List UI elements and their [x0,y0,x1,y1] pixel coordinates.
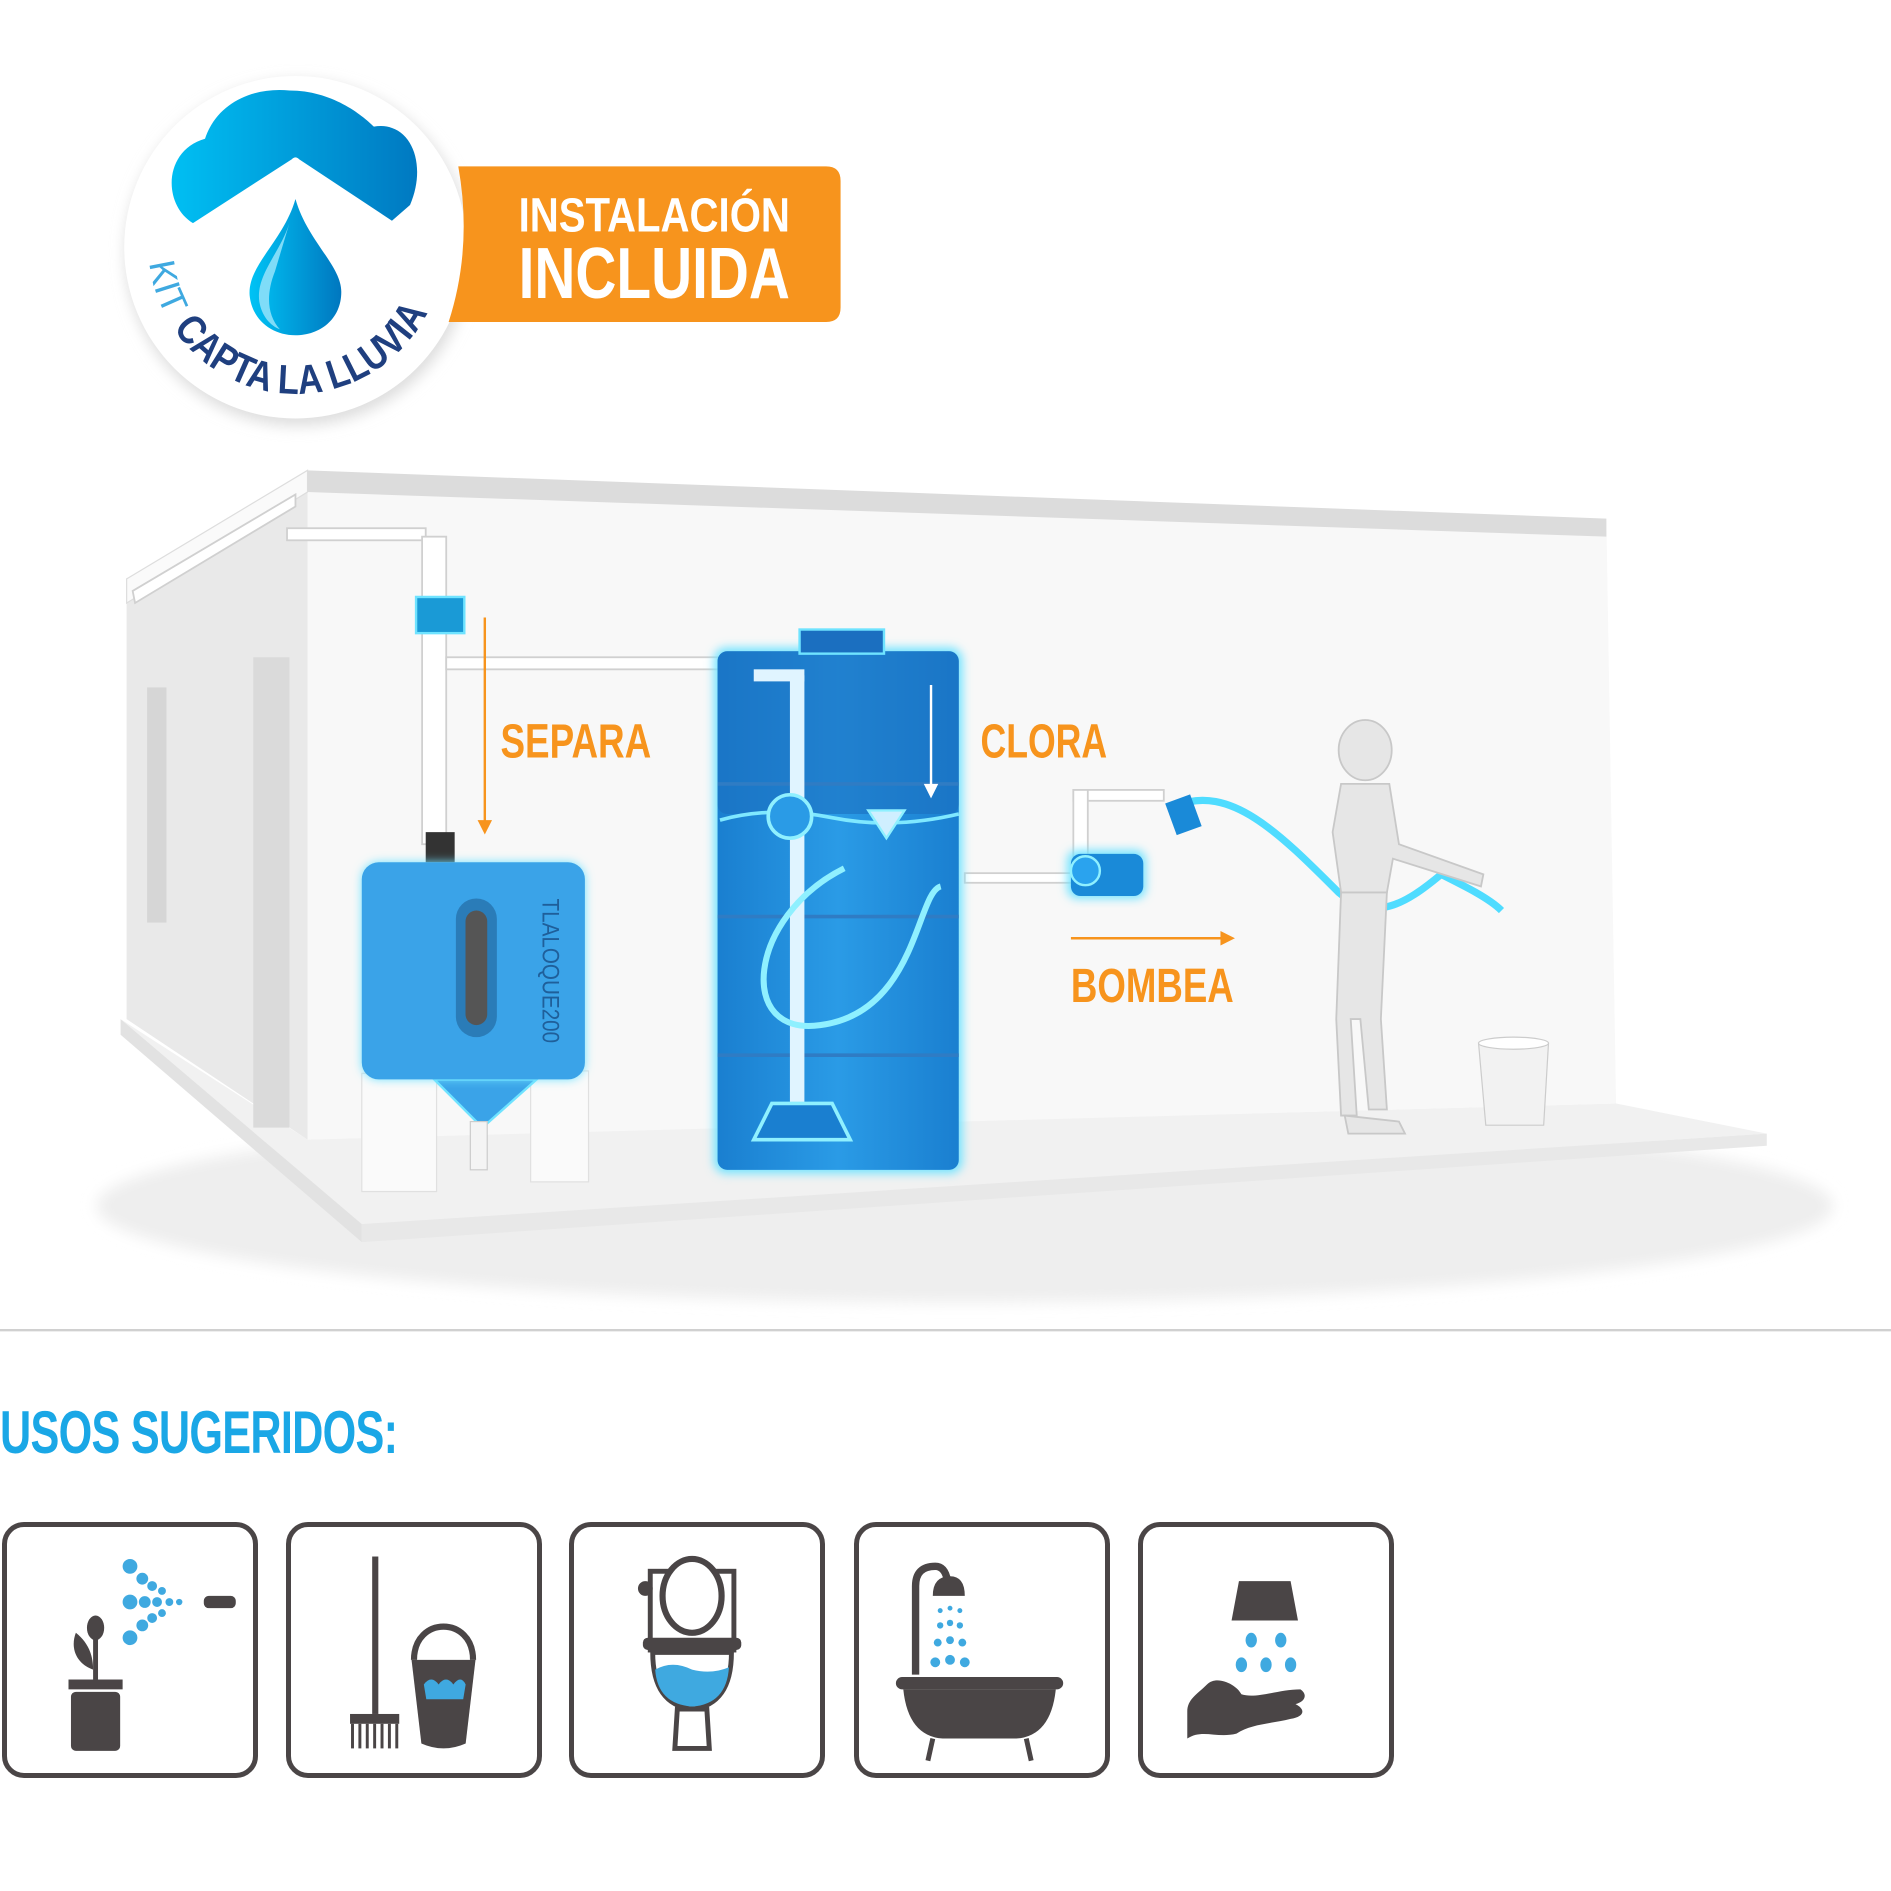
badge-line1: INSTALACIÓN [519,188,790,243]
flow-arrows [477,617,1235,946]
toilet-icon [637,1555,742,1751]
building [96,469,1834,1303]
use-floor-cleaning [286,1522,542,1778]
first-flush-filter [414,595,466,635]
tank-model-label: TLALOQUE200 [537,898,564,1043]
water-drop-icon [249,198,342,336]
separator-tank: TLALOQUE200 [361,862,590,1193]
step-pump-label: BOMBEA [1071,959,1234,1013]
garden-watering-icon [68,1558,236,1751]
hand-washing-icon [1187,1581,1305,1739]
window [147,687,167,923]
kit-capta-la-lluvia-logo: KIT CAPTA LA LLUVIA [124,75,471,426]
water-pump [1067,850,1146,899]
suggested-uses-title: USOS SUGERIDOS: [0,1399,398,1466]
badge-line2: INCLUIDA [519,234,790,314]
step-separate-label: SEPARA [500,714,651,768]
storage-tank [713,628,963,1174]
installation-included-badge: INSTALACIÓN INCLUIDA [448,166,841,323]
use-bathtub [854,1522,1110,1778]
cloud-icon [171,89,418,224]
step-chlorinate-label: CLORA [980,714,1107,768]
gutter-pipes [131,492,1165,888]
door [253,657,290,1128]
person-figure [1331,719,1485,1135]
use-hand-washing [1138,1522,1394,1778]
bathtub-shower-icon [895,1562,1064,1762]
use-toilet [569,1522,825,1778]
bucket [1477,1036,1550,1126]
floor-cleaning-icon [350,1556,477,1749]
use-garden-watering [2,1522,258,1778]
pipe-coupling [425,832,455,863]
